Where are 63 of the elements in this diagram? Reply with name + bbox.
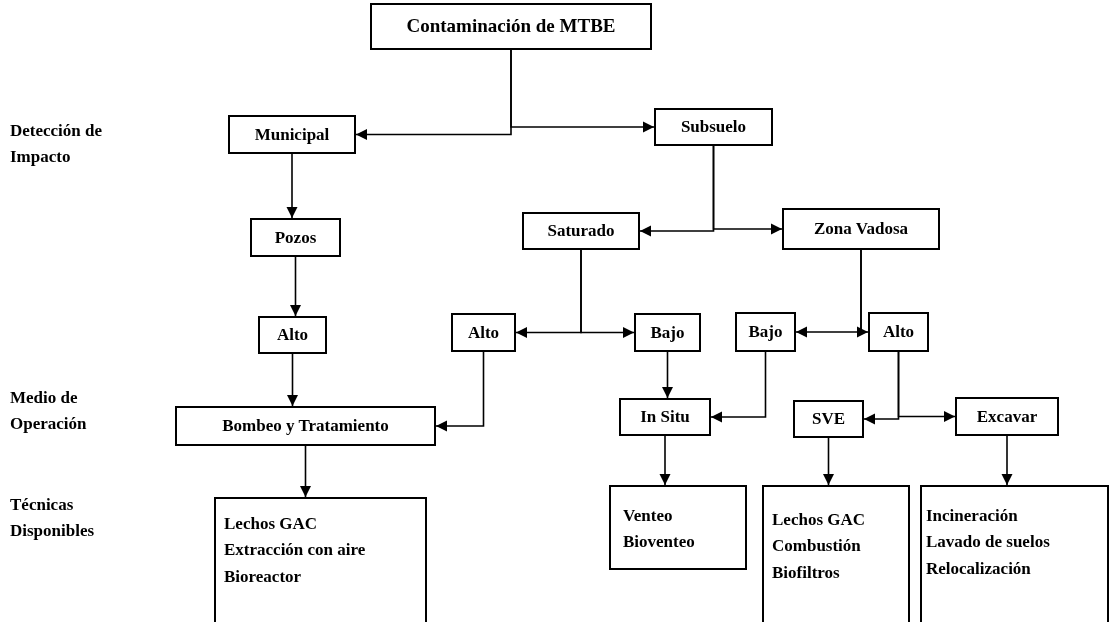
box-text: Municipal <box>254 123 330 146</box>
box-text: Alto <box>882 321 915 344</box>
process-box <box>762 485 910 622</box>
arrow <box>661 351 674 399</box>
arrow <box>712 145 783 235</box>
arrow <box>435 351 485 432</box>
box-text: Excavar <box>976 405 1038 428</box>
arrow <box>299 445 312 498</box>
process-box <box>250 218 341 257</box>
arrow <box>710 351 767 423</box>
process-box <box>175 406 436 446</box>
box-text: Combustión <box>772 535 861 558</box>
box-text: Alto <box>276 324 309 347</box>
arrow <box>580 249 635 339</box>
arrow <box>856 249 869 338</box>
process-box <box>619 398 711 436</box>
box-text: In Situ <box>640 406 690 429</box>
box-text: Bombeo y Tratamiento <box>222 415 389 438</box>
box-text: Biofiltros <box>772 561 840 584</box>
process-box <box>522 212 640 250</box>
process-box <box>370 3 652 50</box>
process-box <box>451 313 516 352</box>
box-text: Alto <box>467 321 500 344</box>
box-text: Subsuelo <box>680 116 747 139</box>
box-text: Relocalización <box>926 557 1031 580</box>
process-box <box>214 497 427 622</box>
box-text: Incineración <box>926 505 1018 527</box>
process-box <box>634 313 701 352</box>
arrow <box>897 351 956 423</box>
arrow <box>1001 435 1013 486</box>
process-box <box>782 208 940 250</box>
process-box <box>228 115 356 154</box>
process-box <box>955 397 1059 436</box>
row-label: Detección de Impacto <box>10 120 104 168</box>
box-text: SVE <box>811 408 846 431</box>
arrow <box>659 435 671 486</box>
box-text: Contaminación de MTBE <box>406 14 616 39</box>
process-box <box>258 316 327 354</box>
box-text: Bioreactor <box>224 565 302 588</box>
arrow <box>822 437 835 486</box>
box-text: Bajo <box>748 321 783 344</box>
box-text: Lavado de suelos <box>926 531 1050 554</box>
process-box <box>609 485 747 570</box>
box-text: Lechos GAC <box>224 513 318 535</box>
box-text: Bajo <box>650 321 685 344</box>
box-text: Zona Vadosa <box>814 218 908 241</box>
box-text: Extracción con aire <box>224 539 366 562</box>
process-box <box>868 312 929 352</box>
row-label: Técnicas Disponibles <box>10 494 96 542</box>
process-box <box>920 485 1109 622</box>
process-box <box>735 312 796 352</box>
box-text: Venteo <box>623 505 673 527</box>
arrow <box>510 49 655 133</box>
row-label: Medio de Operación <box>10 387 88 435</box>
box-text: Lechos GAC <box>772 509 866 531</box>
process-box <box>793 400 864 438</box>
arrow <box>289 256 302 317</box>
box-text: Bioventeo <box>623 531 695 554</box>
process-box <box>654 108 773 146</box>
arrow <box>286 153 298 219</box>
box-text: Saturado <box>547 220 615 243</box>
box-text: Pozos <box>274 226 317 249</box>
arrow <box>286 353 299 407</box>
